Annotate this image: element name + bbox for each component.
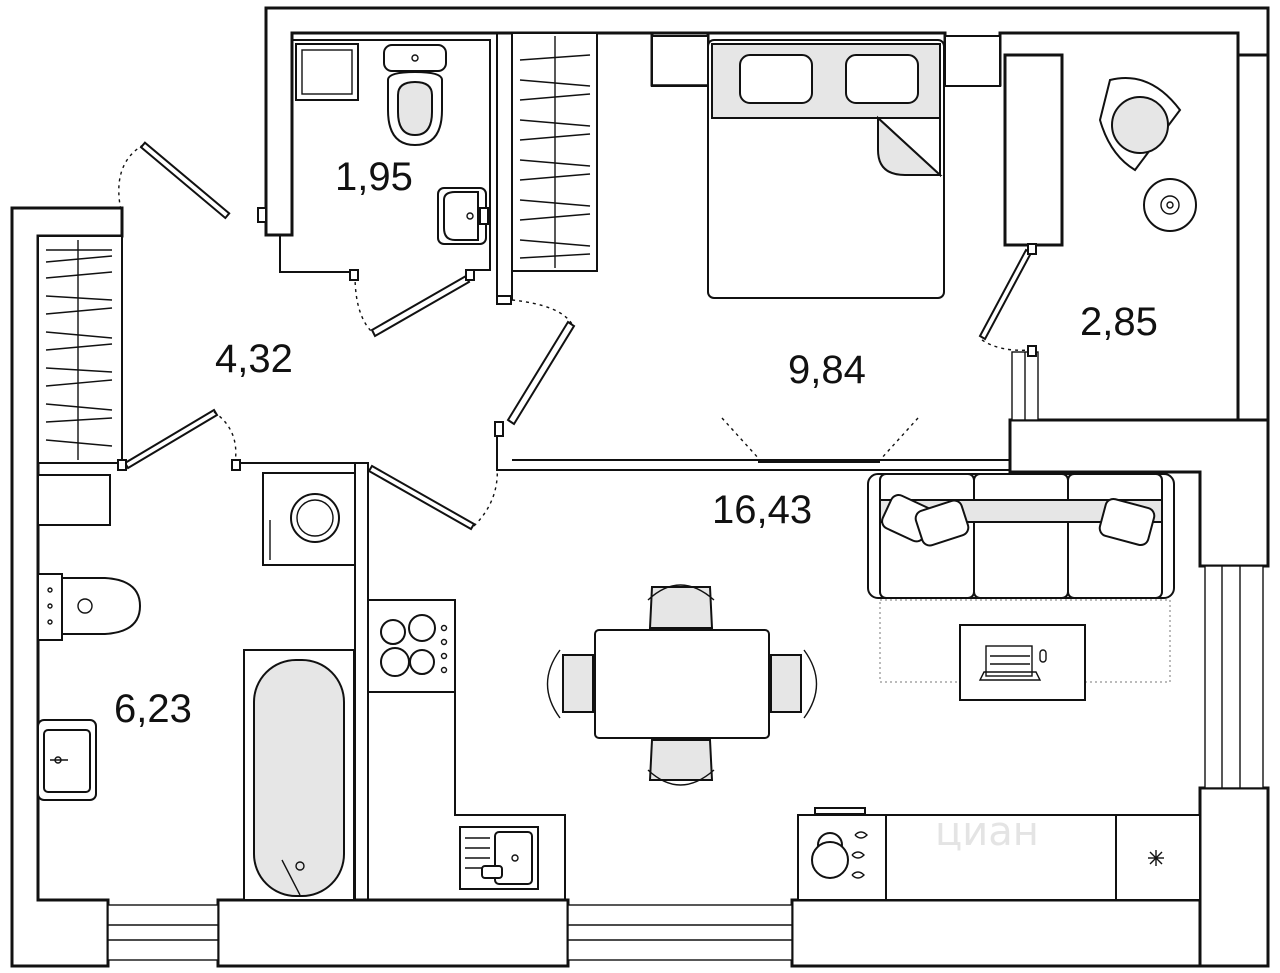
sofa-icon (867, 473, 1175, 599)
area-label-bedroom: 9,84 (788, 348, 866, 392)
room-labels: 1,95 4,32 9,84 2,85 16,43 6,23 (114, 155, 1158, 731)
loggia (1098, 77, 1197, 232)
bed-icon (707, 39, 945, 299)
toilet-icon (383, 44, 447, 147)
stove-icon (367, 599, 456, 693)
fridge-icon (1115, 814, 1201, 901)
kitchen-sink-icon (459, 826, 539, 890)
bathtub-icon (243, 649, 355, 901)
sink-icon (437, 187, 489, 245)
washbasin-icon (37, 719, 97, 801)
bidet-icon (37, 573, 142, 641)
area-label-hall: 4,32 (215, 337, 293, 381)
watermark: циан (935, 809, 1039, 855)
area-label-kitchen-living: 16,43 (712, 488, 812, 532)
dining-table-icon (546, 584, 818, 786)
closet-hatching-left (45, 240, 113, 460)
large-bathroom (37, 472, 356, 901)
doors (117, 141, 1037, 531)
small-bathroom (295, 43, 489, 245)
windows (107, 351, 1264, 961)
armchair-icon (1098, 77, 1182, 172)
kitchen-living (367, 473, 1201, 901)
area-label-bathroom: 1,95 (335, 155, 413, 199)
boiler-cabinet (797, 807, 887, 901)
side-table-icon (1143, 178, 1197, 232)
bedroom (651, 35, 1001, 299)
wardrobe-hatching (511, 32, 598, 272)
partitions (37, 33, 1010, 900)
outer-walls (10, 6, 1270, 968)
laptop-icon (959, 624, 1086, 701)
area-label-large-bathroom: 6,23 (114, 687, 192, 731)
washing-machine-icon (262, 472, 356, 566)
area-label-loggia: 2,85 (1080, 300, 1158, 344)
